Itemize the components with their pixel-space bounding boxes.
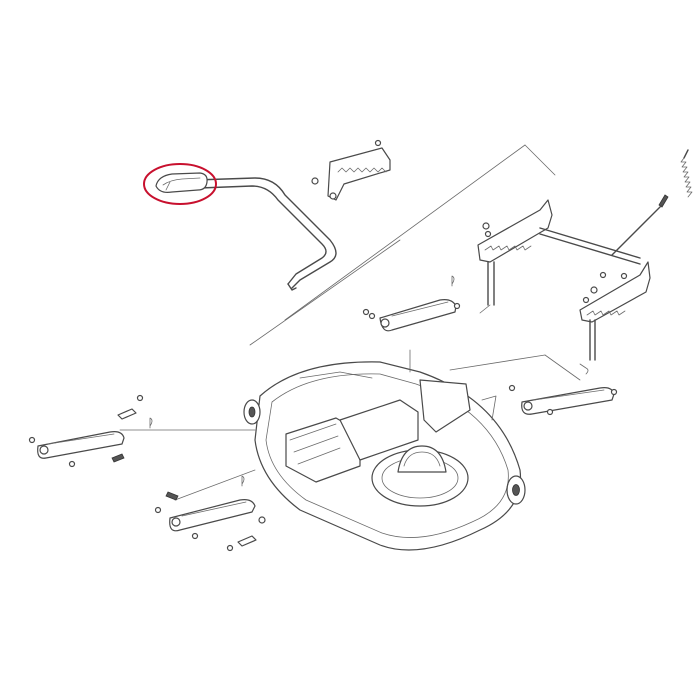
highlight-circle [143, 163, 217, 205]
wheel-arm-center[interactable] [362, 275, 491, 332]
deck-wheel-left[interactable] [243, 399, 261, 425]
rear-axle-assembly[interactable] [477, 199, 651, 361]
mower-deck[interactable] [243, 349, 526, 551]
handle-grip[interactable] [155, 172, 208, 193]
height-adjust-bracket[interactable] [311, 139, 391, 201]
extension-spring[interactable] [611, 149, 693, 256]
wheel-arm-right[interactable] [508, 363, 618, 416]
assembly-guide-lines [119, 144, 581, 501]
wheel-arm-bottom-left[interactable] [154, 475, 266, 552]
deck-wheel-right[interactable] [506, 475, 526, 505]
wheel-arm-left[interactable] [28, 394, 153, 468]
handle-bar[interactable] [194, 177, 337, 291]
